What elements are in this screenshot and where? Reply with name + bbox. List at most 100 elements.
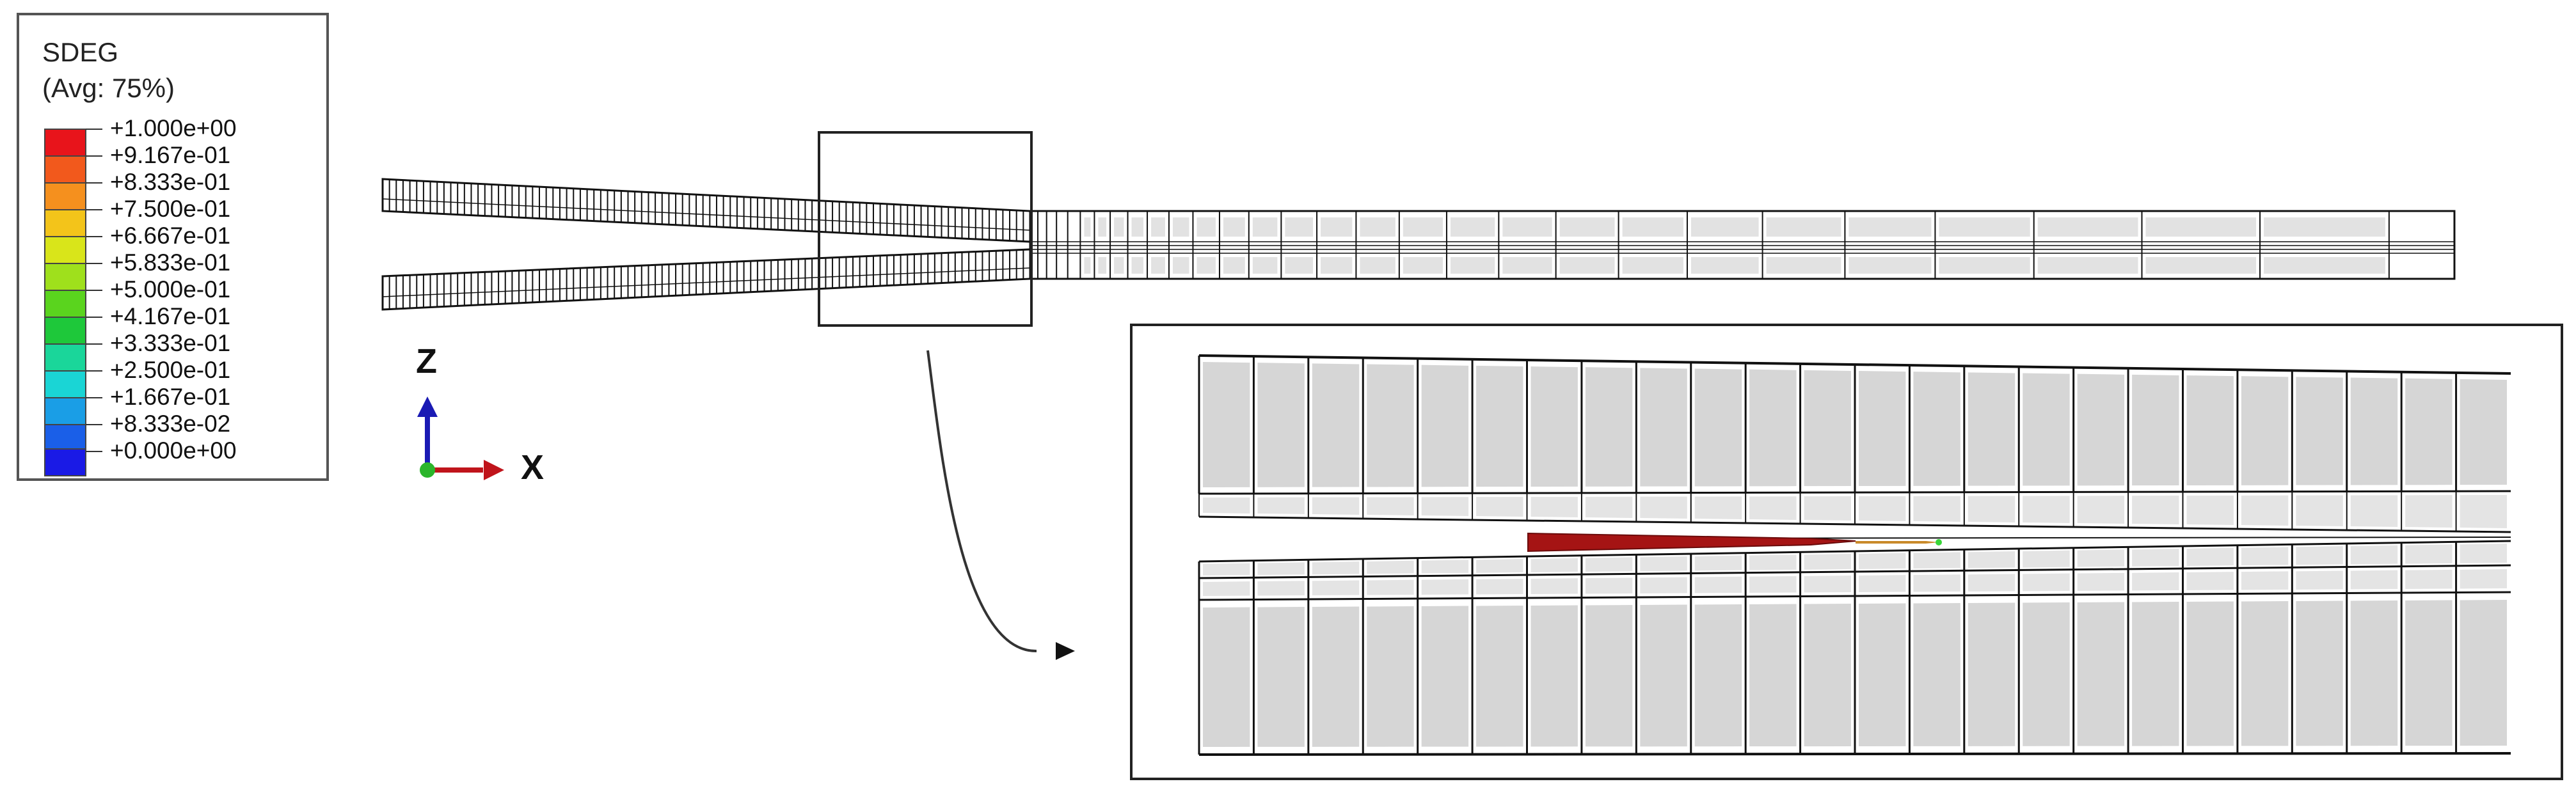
element-fill (1367, 560, 1414, 574)
mesh-line (1198, 354, 2511, 375)
element-fill (2241, 547, 2289, 566)
element-fill (1203, 581, 1250, 596)
element-fill (1749, 369, 1797, 487)
element-fill (1257, 363, 1305, 487)
element-fill (1131, 217, 1144, 237)
element-fill (1321, 217, 1353, 237)
element-fill (1203, 497, 1250, 514)
element-fill (1690, 257, 1759, 274)
mesh-line (1198, 515, 2511, 533)
crack-tip-marker (1936, 539, 1942, 545)
legend-value-label: +4.167e-01 (110, 303, 231, 329)
legend-value-label: +2.500e-01 (110, 357, 231, 383)
z-axis-label: Z (416, 342, 437, 380)
element-fill (1203, 607, 1250, 747)
element-fill (2186, 495, 2234, 525)
element-fill (1766, 257, 1841, 274)
element-fill (1403, 217, 1443, 237)
element-fill (2296, 600, 2343, 746)
element-fill (1559, 217, 1615, 237)
legend-color-bar (44, 129, 102, 476)
legend-variable-title: SDEG (42, 37, 119, 67)
element-fill (2023, 550, 2070, 568)
element-fill (1585, 367, 1633, 487)
element-fill (1640, 496, 1687, 519)
zoom-connector-arrow (926, 350, 1037, 653)
element-fill (1939, 217, 2030, 237)
x-axis-label: X (521, 448, 545, 487)
legend-swatch (44, 129, 86, 157)
element-fill (1476, 365, 1523, 487)
element-fill (2296, 570, 2343, 590)
element-fill (2405, 378, 2453, 485)
element-fill (1640, 604, 1687, 747)
legend-swatch (44, 424, 86, 452)
mesh-line (1198, 490, 2511, 495)
element-fill (1367, 364, 1414, 487)
legend-swatch (44, 290, 86, 318)
element-fill (2296, 546, 2343, 565)
element-fill (2077, 602, 2125, 746)
element-fill (1367, 497, 1414, 515)
element-fill (1285, 217, 1314, 237)
element-fill (1749, 576, 1797, 593)
element-fill (1223, 257, 1245, 274)
element-fill (1622, 217, 1683, 237)
element-fill (1450, 217, 1495, 237)
element-fill (1403, 257, 1443, 274)
legend-swatch (44, 343, 86, 372)
mesh-line (382, 198, 1031, 231)
element-fill (1968, 496, 2015, 522)
element-fill (1223, 217, 1245, 237)
element-fill (1968, 372, 2015, 486)
element-fill (1285, 257, 1314, 274)
element-fill (2037, 217, 2138, 237)
element-fill (1151, 257, 1165, 274)
element-fill (1421, 606, 1469, 747)
element-fill (1257, 562, 1305, 576)
element-fill (1502, 257, 1552, 274)
element-fill (1151, 217, 1165, 237)
element-fill (1849, 257, 1932, 274)
element-fill (1321, 257, 1353, 274)
element-fill (2350, 545, 2398, 565)
element-fill (2460, 379, 2507, 485)
mesh-line (382, 267, 1031, 297)
element-fill (1312, 580, 1360, 595)
damaged-cohesive-zone (1527, 532, 1856, 553)
element-fill (2186, 572, 2234, 590)
element-fill (1367, 606, 1414, 747)
element-fill (1859, 553, 1906, 569)
element-fill (2405, 600, 2453, 746)
element-fill (2186, 375, 2234, 485)
element-fill (1114, 257, 1124, 274)
element-fill (1312, 363, 1360, 487)
mesh-line (1198, 752, 2511, 756)
element-fill (1968, 574, 2015, 592)
element-fill (1098, 257, 1107, 274)
element-fill (1257, 581, 1305, 596)
legend-value-label: +8.333e-02 (110, 411, 231, 437)
element-fill (1421, 497, 1469, 516)
element-fill (1694, 576, 1742, 593)
element-fill (1197, 217, 1216, 237)
legend-value-label: +7.500e-01 (110, 196, 231, 222)
element-fill (1114, 217, 1124, 237)
element-fill (1968, 602, 2015, 746)
upper-arm (381, 178, 1031, 243)
detail-mesh (1198, 354, 2511, 756)
element-fill (1694, 555, 1742, 571)
legend-swatch (44, 397, 86, 425)
element-fill (1530, 496, 1578, 517)
legend-value-label: +5.833e-01 (110, 249, 231, 276)
element-fill (1450, 257, 1495, 274)
element-fill (1849, 217, 1932, 237)
element-fill (1804, 496, 1851, 521)
element-fill (1476, 497, 1523, 517)
element-fill (2460, 600, 2507, 746)
element-fill (1913, 574, 1960, 592)
element-fill (1476, 559, 1523, 573)
mesh-line (1198, 540, 2511, 563)
